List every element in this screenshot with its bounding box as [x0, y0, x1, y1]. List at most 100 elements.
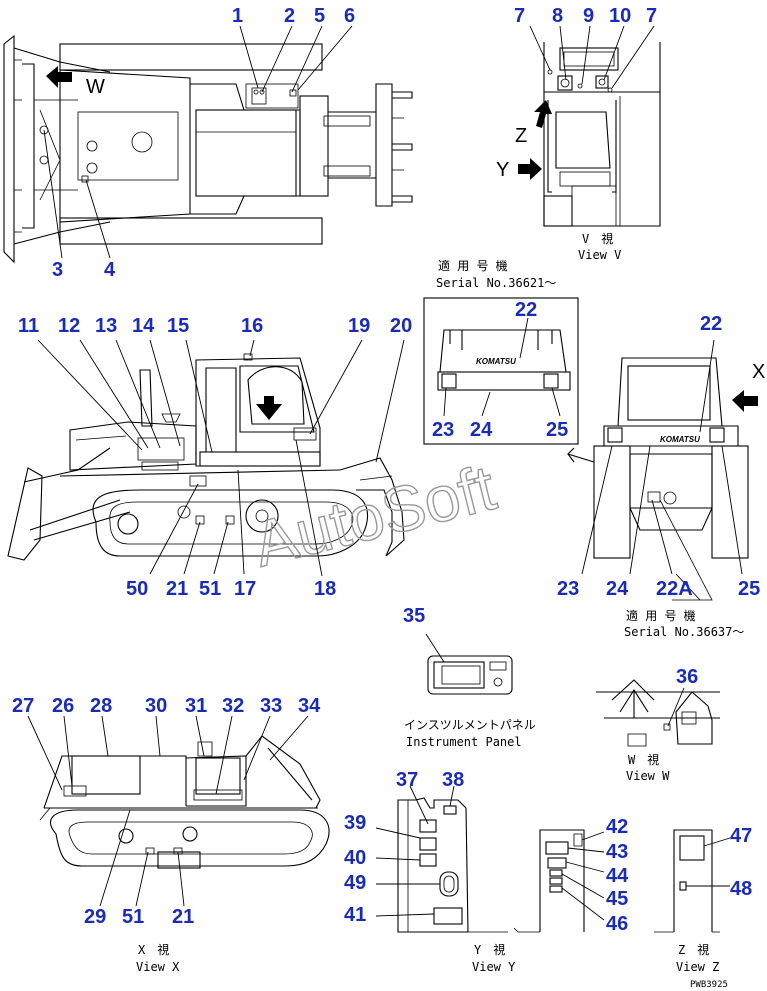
callout-25-serial-a: 25: [546, 419, 568, 441]
view-x-caption-jp: X 視: [138, 942, 169, 957]
callout-17: 17: [234, 578, 256, 600]
top-view-leaders: [43, 25, 353, 259]
callout-36: 36: [676, 666, 698, 688]
view-z-marker: Z: [515, 125, 527, 147]
callout-39: 39: [344, 812, 366, 834]
view-w-caption-jp: W 視: [628, 752, 659, 767]
view-x-drawing: [39, 735, 330, 869]
view-z-caption-en: View Z: [676, 960, 719, 974]
callout-23-serial-a: 23: [432, 419, 454, 441]
callout-51-view-x: 51: [122, 906, 144, 928]
callout-23-rear: 23: [557, 578, 579, 600]
view-z-drawing: [654, 829, 731, 933]
callout-34: 34: [298, 695, 321, 717]
side-view-drawing: [7, 353, 405, 561]
serial-a-frame: [423, 297, 579, 445]
brand-decal-a: KOMATSU: [476, 357, 516, 366]
view-y-drawing: [397, 797, 540, 933]
callout-11: 11: [18, 315, 39, 337]
callout-48: 48: [730, 878, 752, 900]
view-x-marker: X: [752, 361, 765, 383]
view-y-marker: Y: [496, 159, 509, 181]
view-v-caption-jp: V 視: [582, 231, 613, 246]
instrument-panel-caption-en: Instrument Panel: [406, 735, 522, 749]
callout-13: 13: [95, 315, 117, 337]
rear-view-leaders: [581, 339, 743, 601]
callout-14: 14: [132, 315, 155, 337]
callout-28: 28: [90, 695, 112, 717]
callout-7-left: 7: [514, 5, 525, 27]
serial-b-jp: 適 用 号 機: [626, 608, 696, 623]
callout-42: 42: [606, 816, 628, 838]
callout-44: 44: [606, 865, 629, 887]
callout-22a: 22A: [656, 578, 693, 600]
callout-31: 31: [185, 695, 207, 717]
serial-a-jp: 適 用 号 機: [438, 258, 508, 273]
callout-22-rear: 22: [700, 313, 722, 335]
callout-33: 33: [260, 695, 282, 717]
callout-5: 5: [314, 5, 325, 27]
view-v-drawing: [518, 42, 661, 227]
callout-20: 20: [390, 315, 412, 337]
callout-7-right: 7: [646, 5, 657, 27]
top-view-drawing: [3, 34, 413, 264]
callout-4: 4: [104, 259, 116, 281]
view-y-caption-jp: Y 視: [474, 942, 505, 957]
serial-a-leaders: [443, 317, 561, 417]
instrument-panel-drawing: [425, 633, 513, 695]
callout-26: 26: [52, 695, 74, 717]
callout-46: 46: [606, 913, 628, 935]
callout-1: 1: [232, 5, 243, 27]
callout-50: 50: [126, 578, 148, 600]
callout-40: 40: [344, 847, 366, 869]
callout-43: 43: [606, 841, 628, 863]
callout-25-rear: 25: [738, 578, 760, 600]
brand-decal-b: KOMATSU: [660, 435, 700, 444]
callout-21-view-x: 21: [172, 906, 194, 928]
callout-35: 35: [403, 605, 425, 627]
callout-22-serial-a: 22: [515, 299, 537, 321]
instrument-panel-caption-jp: インスツルメントパネル: [404, 718, 536, 732]
view-w-caption-en: View W: [626, 769, 670, 783]
drawing-code: PWB3925: [690, 980, 728, 990]
view-w-drawing: [596, 679, 720, 747]
callout-15: 15: [167, 315, 189, 337]
callout-38: 38: [442, 769, 464, 791]
watermark: AutoSoft: [247, 451, 503, 580]
reference-arrow: [566, 447, 595, 463]
view-z-caption-jp: Z 視: [678, 942, 709, 957]
callout-6: 6: [344, 5, 355, 27]
view-y-leaders: [375, 785, 455, 917]
view-w-marker: W: [86, 76, 105, 98]
callout-49: 49: [344, 872, 366, 894]
callout-24-serial-a: 24: [470, 419, 493, 441]
callout-2: 2: [284, 5, 295, 27]
callout-10: 10: [609, 5, 631, 27]
serial-b-en: Serial No.36637～: [624, 625, 744, 639]
serial-a-en: Serial No.36621～: [436, 276, 556, 290]
callout-47: 47: [730, 825, 752, 847]
callout-9: 9: [583, 5, 594, 27]
callout-30: 30: [145, 695, 167, 717]
view-v-caption-en: View V: [578, 248, 621, 262]
callout-3: 3: [52, 259, 63, 281]
view-x-caption-en: View X: [136, 960, 180, 974]
callout-12: 12: [58, 315, 80, 337]
callout-21: 21: [166, 578, 188, 600]
callout-51: 51: [199, 578, 221, 600]
callout-45: 45: [606, 888, 628, 910]
callout-41: 41: [344, 904, 366, 926]
callout-32: 32: [222, 695, 244, 717]
callout-24-rear: 24: [606, 578, 629, 600]
view-y-caption-en: View Y: [472, 960, 516, 974]
callout-18: 18: [314, 578, 336, 600]
callout-8: 8: [552, 5, 563, 27]
callout-37: 37: [396, 769, 418, 791]
callout-16: 16: [241, 315, 263, 337]
component-column-drawing: [539, 829, 605, 932]
view-x-leaders: [27, 715, 309, 907]
side-view-leaders: [37, 339, 405, 577]
callout-29: 29: [84, 906, 106, 928]
callout-27: 27: [12, 695, 34, 717]
callout-19: 19: [348, 315, 370, 337]
